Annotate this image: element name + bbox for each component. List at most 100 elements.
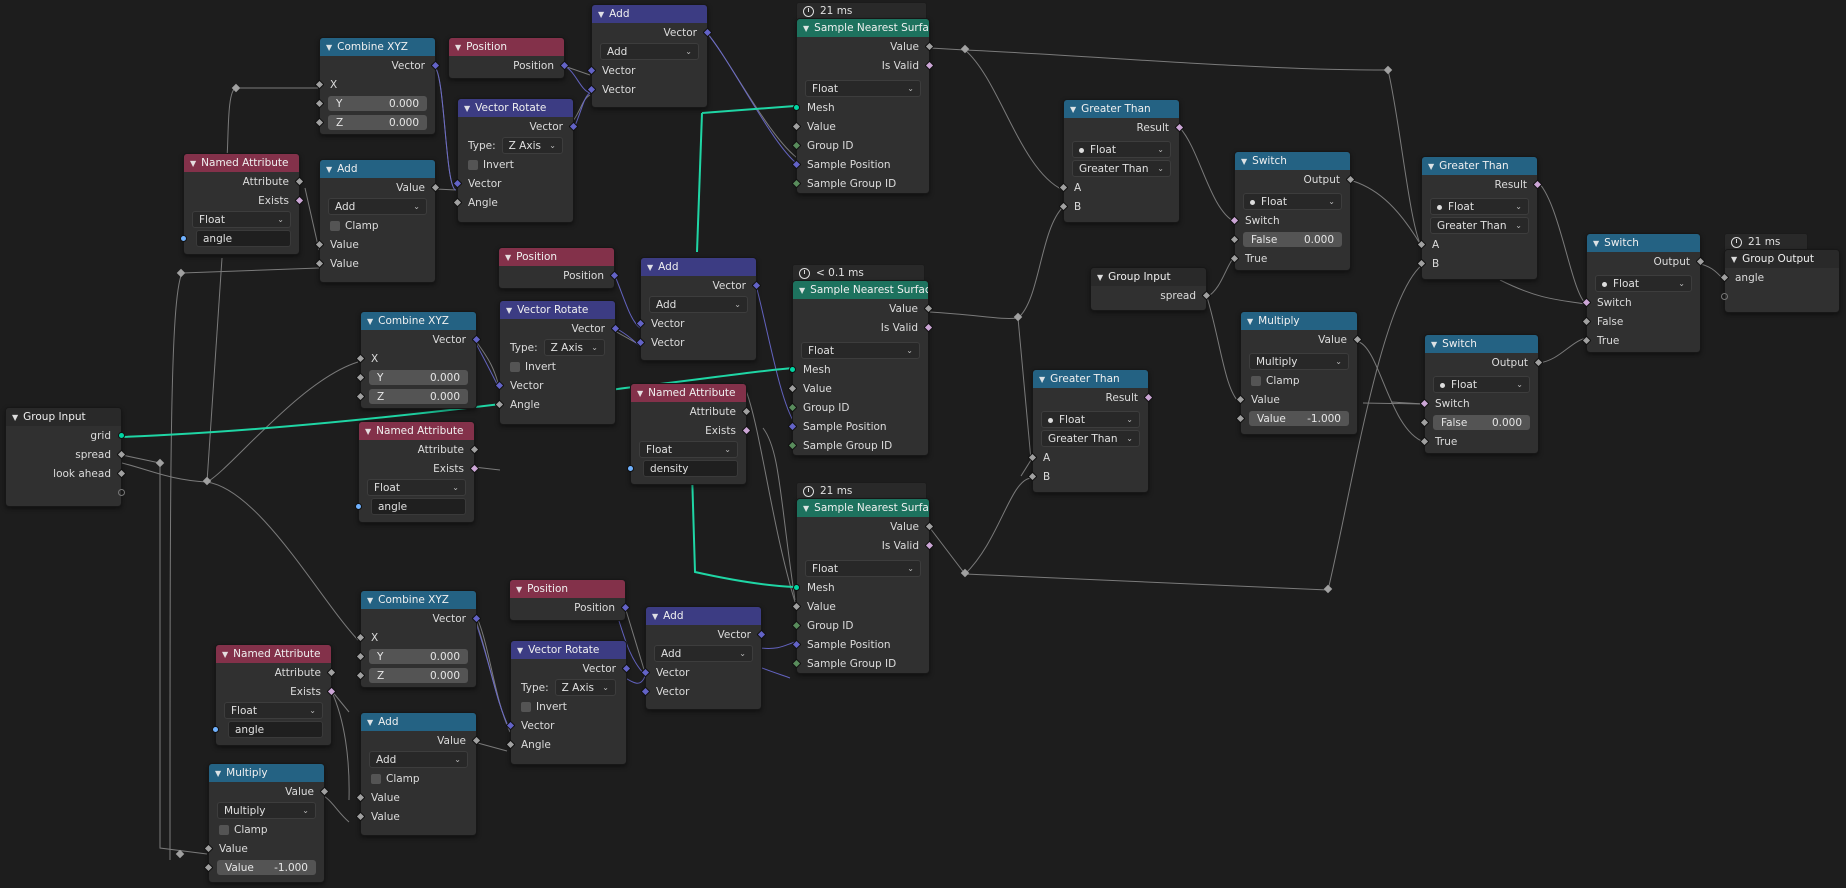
value-field[interactable]: Value-1.000 (217, 860, 316, 875)
float-socket[interactable] (1058, 201, 1069, 212)
float-socket[interactable] (1229, 234, 1240, 245)
float-socket[interactable] (355, 632, 366, 643)
node-header[interactable]: ▼Vector Rotate (458, 99, 573, 117)
greater-than-node[interactable]: ▼Greater Than Result Float⌄ Greater Than… (1027, 369, 1154, 493)
mode-dropdown[interactable]: Greater Than⌄ (1430, 217, 1529, 234)
integer-socket[interactable] (787, 440, 798, 451)
boolean-socket[interactable] (1174, 122, 1185, 133)
data-type-dropdown[interactable]: Float⌄ (1072, 141, 1171, 158)
integer-socket[interactable] (791, 140, 802, 151)
boolean-socket[interactable] (1581, 297, 1592, 308)
group-output-node[interactable]: ▼Group Output angle (1719, 249, 1840, 313)
node-header[interactable]: ▼Multiply (209, 764, 324, 782)
reroute-point[interactable] (960, 44, 970, 54)
vector-socket[interactable] (702, 27, 713, 38)
reroute-point[interactable] (175, 849, 185, 859)
float-socket[interactable] (787, 383, 798, 394)
type-dropdown[interactable]: Z Axis⌄ (554, 679, 616, 696)
vector-socket[interactable] (640, 686, 651, 697)
node-header[interactable]: ▼Add (646, 607, 761, 625)
collapse-chevron-icon[interactable]: ▼ (652, 611, 659, 621)
collapse-chevron-icon[interactable]: ▼ (1428, 161, 1435, 171)
collapse-chevron-icon[interactable]: ▼ (803, 23, 810, 33)
boolean-socket[interactable] (1229, 215, 1240, 226)
node-header[interactable]: ▼Position (499, 248, 614, 266)
boolean-socket[interactable] (924, 540, 935, 551)
node-header[interactable]: ▼Named Attribute (216, 645, 331, 663)
node-header[interactable]: ▼Add (592, 5, 707, 23)
position-node[interactable]: ▼Position Position (448, 37, 570, 79)
float-socket[interactable] (1719, 272, 1730, 283)
type-dropdown[interactable]: Z Axis⌄ (501, 137, 563, 154)
node-header[interactable]: ▼Switch (1425, 335, 1538, 353)
float-socket[interactable] (924, 521, 935, 532)
data-type-dropdown[interactable]: Float⌄ (1430, 198, 1529, 215)
collapse-chevron-icon[interactable]: ▼ (464, 103, 471, 113)
operation-dropdown[interactable]: Multiply⌄ (1249, 353, 1349, 370)
data-type-dropdown[interactable]: Float⌄ (1595, 275, 1692, 292)
clamp-checkbox[interactable]: Clamp (1241, 371, 1357, 390)
named-attribute-node[interactable]: ▼Named Attribute Attribute Exists Float⌄… (180, 153, 305, 255)
collapse-chevron-icon[interactable]: ▼ (365, 426, 372, 436)
collapse-chevron-icon[interactable]: ▼ (1039, 374, 1046, 384)
float-socket[interactable] (471, 735, 482, 746)
float-socket[interactable] (1027, 471, 1038, 482)
float-socket[interactable] (314, 79, 325, 90)
float-socket[interactable] (1235, 394, 1246, 405)
float-socket[interactable] (326, 667, 337, 678)
vector-rotate-node[interactable]: ▼Vector Rotate Vector Type:Z Axis⌄ Inver… (505, 640, 632, 765)
float-socket[interactable] (1235, 413, 1246, 424)
data-type-dropdown[interactable]: Float⌄ (192, 211, 291, 228)
float-socket[interactable] (452, 197, 463, 208)
float-socket[interactable] (791, 121, 802, 132)
node-header[interactable]: ▼Switch (1587, 234, 1700, 252)
float-socket[interactable] (1419, 436, 1430, 447)
integer-socket[interactable] (787, 402, 798, 413)
node-header[interactable]: ▼Vector Rotate (511, 641, 626, 659)
float-socket[interactable] (314, 239, 325, 250)
collapse-chevron-icon[interactable]: ▼ (517, 645, 524, 655)
boolean-socket[interactable] (1143, 392, 1154, 403)
node-header[interactable]: ▼Greater Than (1064, 100, 1179, 118)
vector-socket[interactable] (568, 121, 579, 132)
data-type-dropdown[interactable]: Float⌄ (367, 479, 466, 496)
collapse-chevron-icon[interactable]: ▼ (516, 584, 523, 594)
group-input-node[interactable]: ▼Group Input grid spread look ahead (5, 407, 127, 507)
collapse-chevron-icon[interactable]: ▼ (647, 262, 654, 272)
float-socket[interactable] (116, 449, 127, 460)
float-socket[interactable] (355, 811, 366, 822)
node-header[interactable]: ▼Multiply (1241, 312, 1357, 330)
clamp-checkbox[interactable]: Clamp (320, 216, 435, 235)
float-socket[interactable] (319, 786, 330, 797)
vector-socket[interactable] (756, 629, 767, 640)
boolean-socket[interactable] (294, 195, 305, 206)
geometry-socket[interactable] (793, 584, 800, 591)
geometry-socket[interactable] (793, 104, 800, 111)
float-socket[interactable] (924, 41, 935, 52)
position-node[interactable]: ▼Position Position (509, 579, 631, 621)
vector-socket[interactable] (471, 613, 482, 624)
operation-dropdown[interactable]: Add⌄ (649, 296, 748, 313)
collapse-chevron-icon[interactable]: ▼ (215, 768, 222, 778)
node-header[interactable]: ▼Named Attribute (631, 384, 746, 402)
boolean-socket[interactable] (1532, 179, 1543, 190)
empty-socket[interactable] (1721, 293, 1728, 300)
operation-dropdown[interactable]: Add⌄ (328, 198, 427, 215)
vector-socket[interactable] (559, 60, 570, 71)
float-socket[interactable] (294, 176, 305, 187)
multiply-node[interactable]: ▼Multiply Value Multiply⌄ Clamp Value Va… (1235, 311, 1363, 435)
integer-socket[interactable] (791, 658, 802, 669)
collapse-chevron-icon[interactable]: ▼ (367, 717, 374, 727)
float-socket[interactable] (314, 98, 325, 109)
vector-socket[interactable] (586, 65, 597, 76)
collapse-chevron-icon[interactable]: ▼ (505, 252, 512, 262)
float-socket[interactable] (791, 601, 802, 612)
reroute-point[interactable] (1013, 312, 1023, 322)
vector-socket[interactable] (791, 639, 802, 650)
